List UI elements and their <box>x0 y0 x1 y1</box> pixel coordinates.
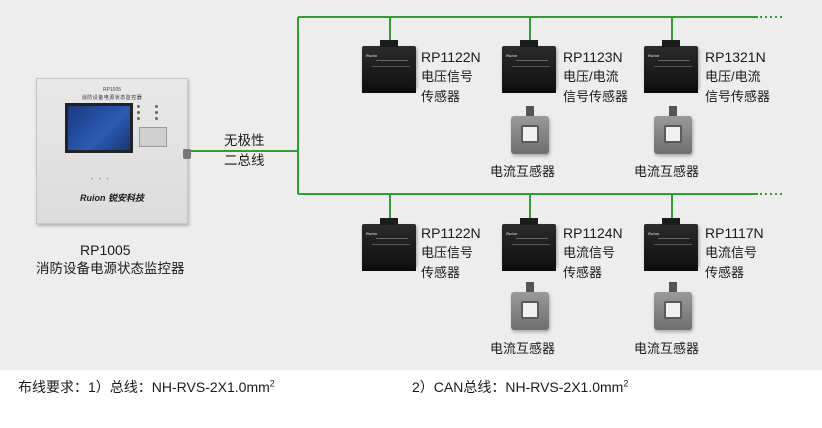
wiring-note-2: 2）CAN总线：NH-RVS-2X1.0mm2 <box>412 378 629 395</box>
cabinet-model-label: RP1005 <box>102 87 122 93</box>
device-model-label: RP1122N <box>421 49 481 65</box>
ct-label: 电流互感器 <box>634 341 700 356</box>
bus-label-line2: 二总线 <box>224 153 265 168</box>
sensor-module-rp1123n: Ruion <box>502 40 556 93</box>
cabinet-dots: • • • <box>91 177 111 183</box>
device-model-label: RP1117N <box>705 225 764 241</box>
ct-label: 电流互感器 <box>634 164 700 179</box>
device-desc-label: 传感器 <box>705 265 745 280</box>
device-desc-label: 传感器 <box>563 265 603 280</box>
monitor-cabinet: RP1005 消防设备电源状态监控器 • • • Ruion 锐安科技 <box>36 78 191 224</box>
device-desc-label: 传感器 <box>421 265 461 280</box>
brand-logo: Ruion 锐安科技 <box>80 193 144 203</box>
device-model-label: RP1124N <box>563 225 623 241</box>
bus-wiring <box>186 16 784 222</box>
device-desc-label: 传感器 <box>421 89 461 104</box>
ct-label: 电流互感器 <box>490 164 556 179</box>
device-model-label: RP1122N <box>421 225 481 241</box>
bus-label-line1: 无极性 <box>224 133 265 148</box>
device-desc-label: 信号传感器 <box>705 89 771 104</box>
controller-name: 消防设备电源状态监控器 <box>36 261 185 276</box>
device-model-label: RP1123N <box>563 49 623 65</box>
device-desc-label: 电流信号 <box>563 245 616 260</box>
device-desc-label: 电压/电流 <box>705 69 761 84</box>
sensor-module-rp1122n-top: Ruion <box>362 40 416 93</box>
current-transformer <box>511 106 549 154</box>
sensor-module-rp1124n: Ruion <box>502 218 556 271</box>
current-transformer <box>654 106 692 154</box>
cabinet-screen <box>65 103 133 153</box>
device-desc-label: 电压信号 <box>421 69 474 84</box>
device-desc-label: 信号传感器 <box>563 89 629 104</box>
device-model-label: RP1321N <box>705 49 766 65</box>
printer-slot <box>139 127 167 147</box>
sensor-module-rp1321n: Ruion <box>644 40 698 93</box>
sensor-module-rp1122n-bottom: Ruion <box>362 218 416 271</box>
key-lock-icon <box>183 149 191 159</box>
cabinet-title-label: 消防设备电源状态监控器 <box>81 95 143 101</box>
controller-model: RP1005 <box>80 242 131 258</box>
sensor-module-rp1117n: Ruion <box>644 218 698 271</box>
device-desc-label: 电压信号 <box>421 245 474 260</box>
device-desc-label: 电压/电流 <box>563 69 619 84</box>
ct-label: 电流互感器 <box>490 341 556 356</box>
current-transformer <box>654 282 692 330</box>
cabinet-indicator-panel <box>133 103 173 147</box>
device-desc-label: 电流信号 <box>705 245 758 260</box>
current-transformer <box>511 282 549 330</box>
wiring-note-1: 布线要求：1）总线：NH-RVS-2X1.0mm2 <box>18 378 275 395</box>
